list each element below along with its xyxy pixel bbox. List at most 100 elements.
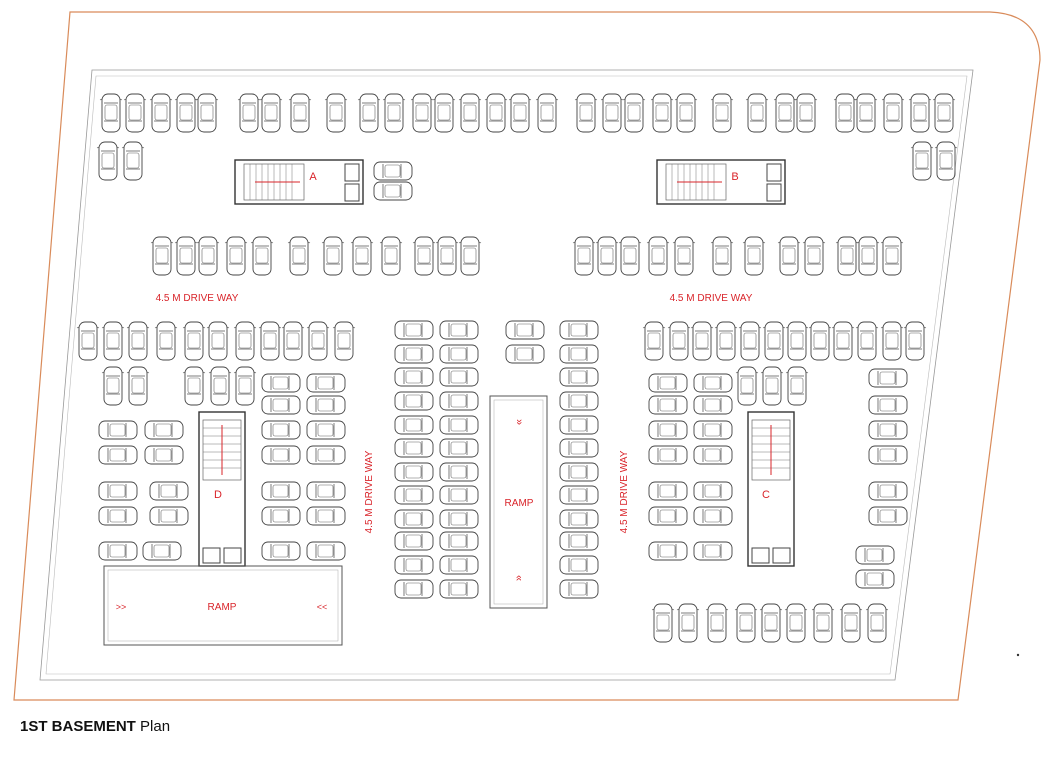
parking-car (174, 236, 198, 276)
parking-car (839, 603, 863, 643)
parking-car (773, 93, 797, 133)
parking-car (379, 236, 403, 276)
stair-core-b: B (656, 159, 786, 205)
ramp-arrow-right: << (317, 602, 328, 612)
parking-car (233, 321, 257, 361)
parking-car (261, 373, 301, 393)
parking-car (710, 236, 734, 276)
entry-ramp: RAMP >> << (103, 565, 343, 646)
parking-car (287, 236, 311, 276)
parking-car (802, 236, 826, 276)
parking-car (439, 509, 479, 529)
parking-car (742, 236, 766, 276)
parking-car (281, 321, 305, 361)
building-outline-inner (45, 75, 968, 675)
parking-car (382, 93, 406, 133)
parking-car (306, 420, 346, 440)
parking-car (288, 93, 312, 133)
parking-car (738, 321, 762, 361)
parking-car (600, 93, 624, 133)
parking-car (261, 541, 301, 561)
parking-car (261, 395, 301, 415)
parking-car (648, 395, 688, 415)
parking-car (258, 321, 282, 361)
central-ramp-label: RAMP (505, 498, 534, 509)
parking-car (693, 481, 733, 501)
parking-car (98, 541, 138, 561)
parking-car (559, 579, 599, 599)
parking-car (332, 321, 356, 361)
parking-car (439, 320, 479, 340)
parking-car (237, 93, 261, 133)
parking-car (811, 603, 835, 643)
parking-car (785, 366, 809, 406)
building-outline (39, 69, 974, 681)
parking-car (98, 506, 138, 526)
parking-car (648, 541, 688, 561)
stair-core-d: D (198, 411, 246, 567)
parking-car (835, 236, 859, 276)
parking-car (350, 236, 374, 276)
parking-car (777, 236, 801, 276)
parking-car (261, 506, 301, 526)
parking-car (306, 321, 330, 361)
parking-car (574, 93, 598, 133)
parking-car (642, 321, 666, 361)
parking-car (865, 603, 889, 643)
parking-car (261, 481, 301, 501)
parking-car (559, 509, 599, 529)
stair-core-a-label: A (309, 171, 317, 183)
parking-car (559, 531, 599, 551)
parking-car (439, 438, 479, 458)
parking-car (855, 321, 879, 361)
driveway-label-top-right: 4.5 M DRIVE WAY (670, 293, 753, 304)
parking-car (394, 367, 434, 387)
parking-car (410, 93, 434, 133)
parking-car (439, 485, 479, 505)
parking-car (250, 236, 274, 276)
parking-car (932, 93, 956, 133)
parking-car (648, 373, 688, 393)
north-marker (1016, 653, 1020, 657)
parking-car (622, 93, 646, 133)
parking-car (693, 541, 733, 561)
parking-car (903, 321, 927, 361)
parking-car (306, 481, 346, 501)
parking-car (868, 368, 908, 388)
parking-car (868, 420, 908, 440)
parking-car (261, 445, 301, 465)
parking-car (373, 161, 413, 181)
parking-car (306, 445, 346, 465)
parking-car (439, 415, 479, 435)
parking-car (439, 367, 479, 387)
parking-car (439, 579, 479, 599)
parking-car (458, 93, 482, 133)
parking-car (559, 555, 599, 575)
parking-car (648, 445, 688, 465)
parking-car (784, 603, 808, 643)
parking-car (693, 373, 733, 393)
parking-car (126, 366, 150, 406)
parking-car (648, 506, 688, 526)
entry-ramp-label: RAMP (208, 602, 237, 613)
parking-car (101, 366, 125, 406)
parking-car (710, 93, 734, 133)
parking-car (762, 321, 786, 361)
parking-car (760, 366, 784, 406)
parking-car (868, 481, 908, 501)
parking-car (182, 366, 206, 406)
parking-car (439, 555, 479, 575)
ramp-arrow-down: » (513, 419, 525, 425)
parking-car (206, 321, 230, 361)
parking-car (690, 321, 714, 361)
parking-car (154, 321, 178, 361)
parking-car (735, 366, 759, 406)
parking-car (880, 321, 904, 361)
parking-car (855, 569, 895, 589)
parking-bays (76, 93, 958, 643)
parking-car (934, 141, 958, 181)
parking-car (412, 236, 436, 276)
caption-bold: 1ST BASEMENT (20, 718, 136, 735)
parking-car (196, 236, 220, 276)
parking-car (98, 445, 138, 465)
